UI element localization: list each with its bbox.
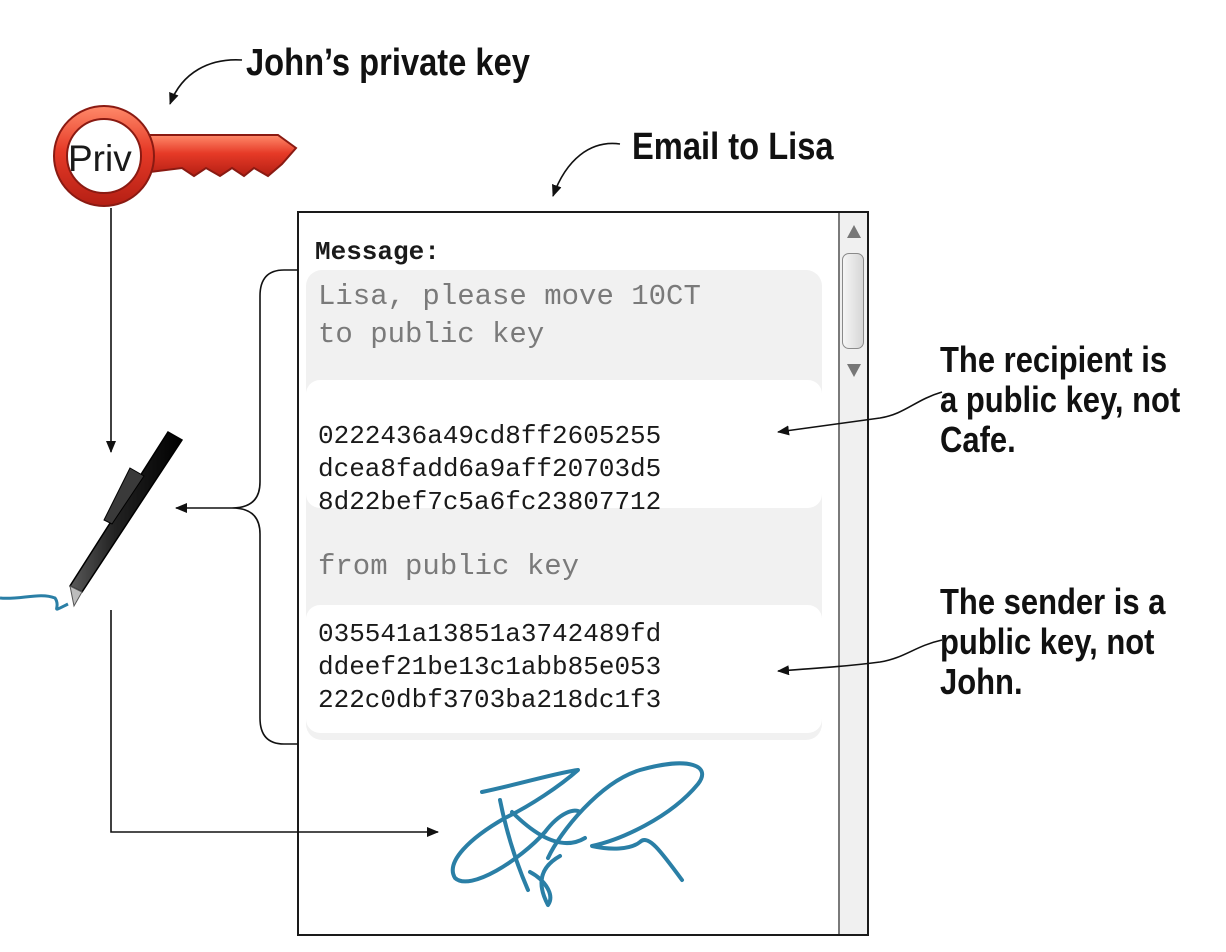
key-label: Priv xyxy=(68,138,132,179)
email-label: Email to Lisa xyxy=(632,126,834,168)
message-brace xyxy=(231,269,298,745)
sender-note-line: public key, not xyxy=(940,621,1155,662)
recipient-key-line: 8d22bef7c5a6fc23807712 xyxy=(318,487,662,517)
recipient-key-line: 0222436a49cd8ff2605255 xyxy=(318,421,662,451)
signature-icon xyxy=(451,761,705,907)
scroll-thumb[interactable] xyxy=(842,253,864,349)
message-line: to public key xyxy=(318,318,545,351)
recipient-note: The recipient is a public key, not Cafe. xyxy=(940,340,1180,460)
sender-key-box xyxy=(306,605,822,733)
email-label-arrow xyxy=(552,142,621,197)
scroll-down-icon[interactable] xyxy=(847,364,861,377)
scroll-up-icon[interactable] xyxy=(847,225,861,238)
recipient-note-line: Cafe. xyxy=(940,419,1016,460)
recipient-key-line: dcea8fadd6a9aff20703d5 xyxy=(318,454,662,484)
message-line: Lisa, please move 10CT xyxy=(318,280,701,313)
recipient-arrow xyxy=(777,391,943,436)
sender-note-line: The sender is a xyxy=(940,581,1166,622)
recipient-note-line: a public key, not xyxy=(940,379,1181,420)
sender-note-line: John. xyxy=(940,661,1023,702)
sender-key-line: 222c0dbf3703ba218dc1f3 xyxy=(318,685,662,715)
message-field-label: Message: xyxy=(315,237,440,267)
from-line: from public key xyxy=(318,550,580,583)
key-icon xyxy=(53,105,298,207)
recipient-key-box xyxy=(306,380,822,508)
sender-key-line: 035541a13851a3742489fd xyxy=(318,619,662,649)
sender-arrow xyxy=(777,639,943,676)
recipient-note-line: The recipient is xyxy=(940,339,1168,380)
pen-to-signature-arrow xyxy=(110,610,439,837)
scrollbar[interactable] xyxy=(838,213,867,934)
sender-note: The sender is a public key, not John. xyxy=(940,582,1165,702)
pen-icon xyxy=(68,430,184,608)
private-key-label: John’s private key xyxy=(246,42,530,84)
sender-key-line: ddeef21be13c1abb85e053 xyxy=(318,652,662,682)
private-key-label-arrow xyxy=(169,59,243,105)
ink-line xyxy=(0,594,69,611)
